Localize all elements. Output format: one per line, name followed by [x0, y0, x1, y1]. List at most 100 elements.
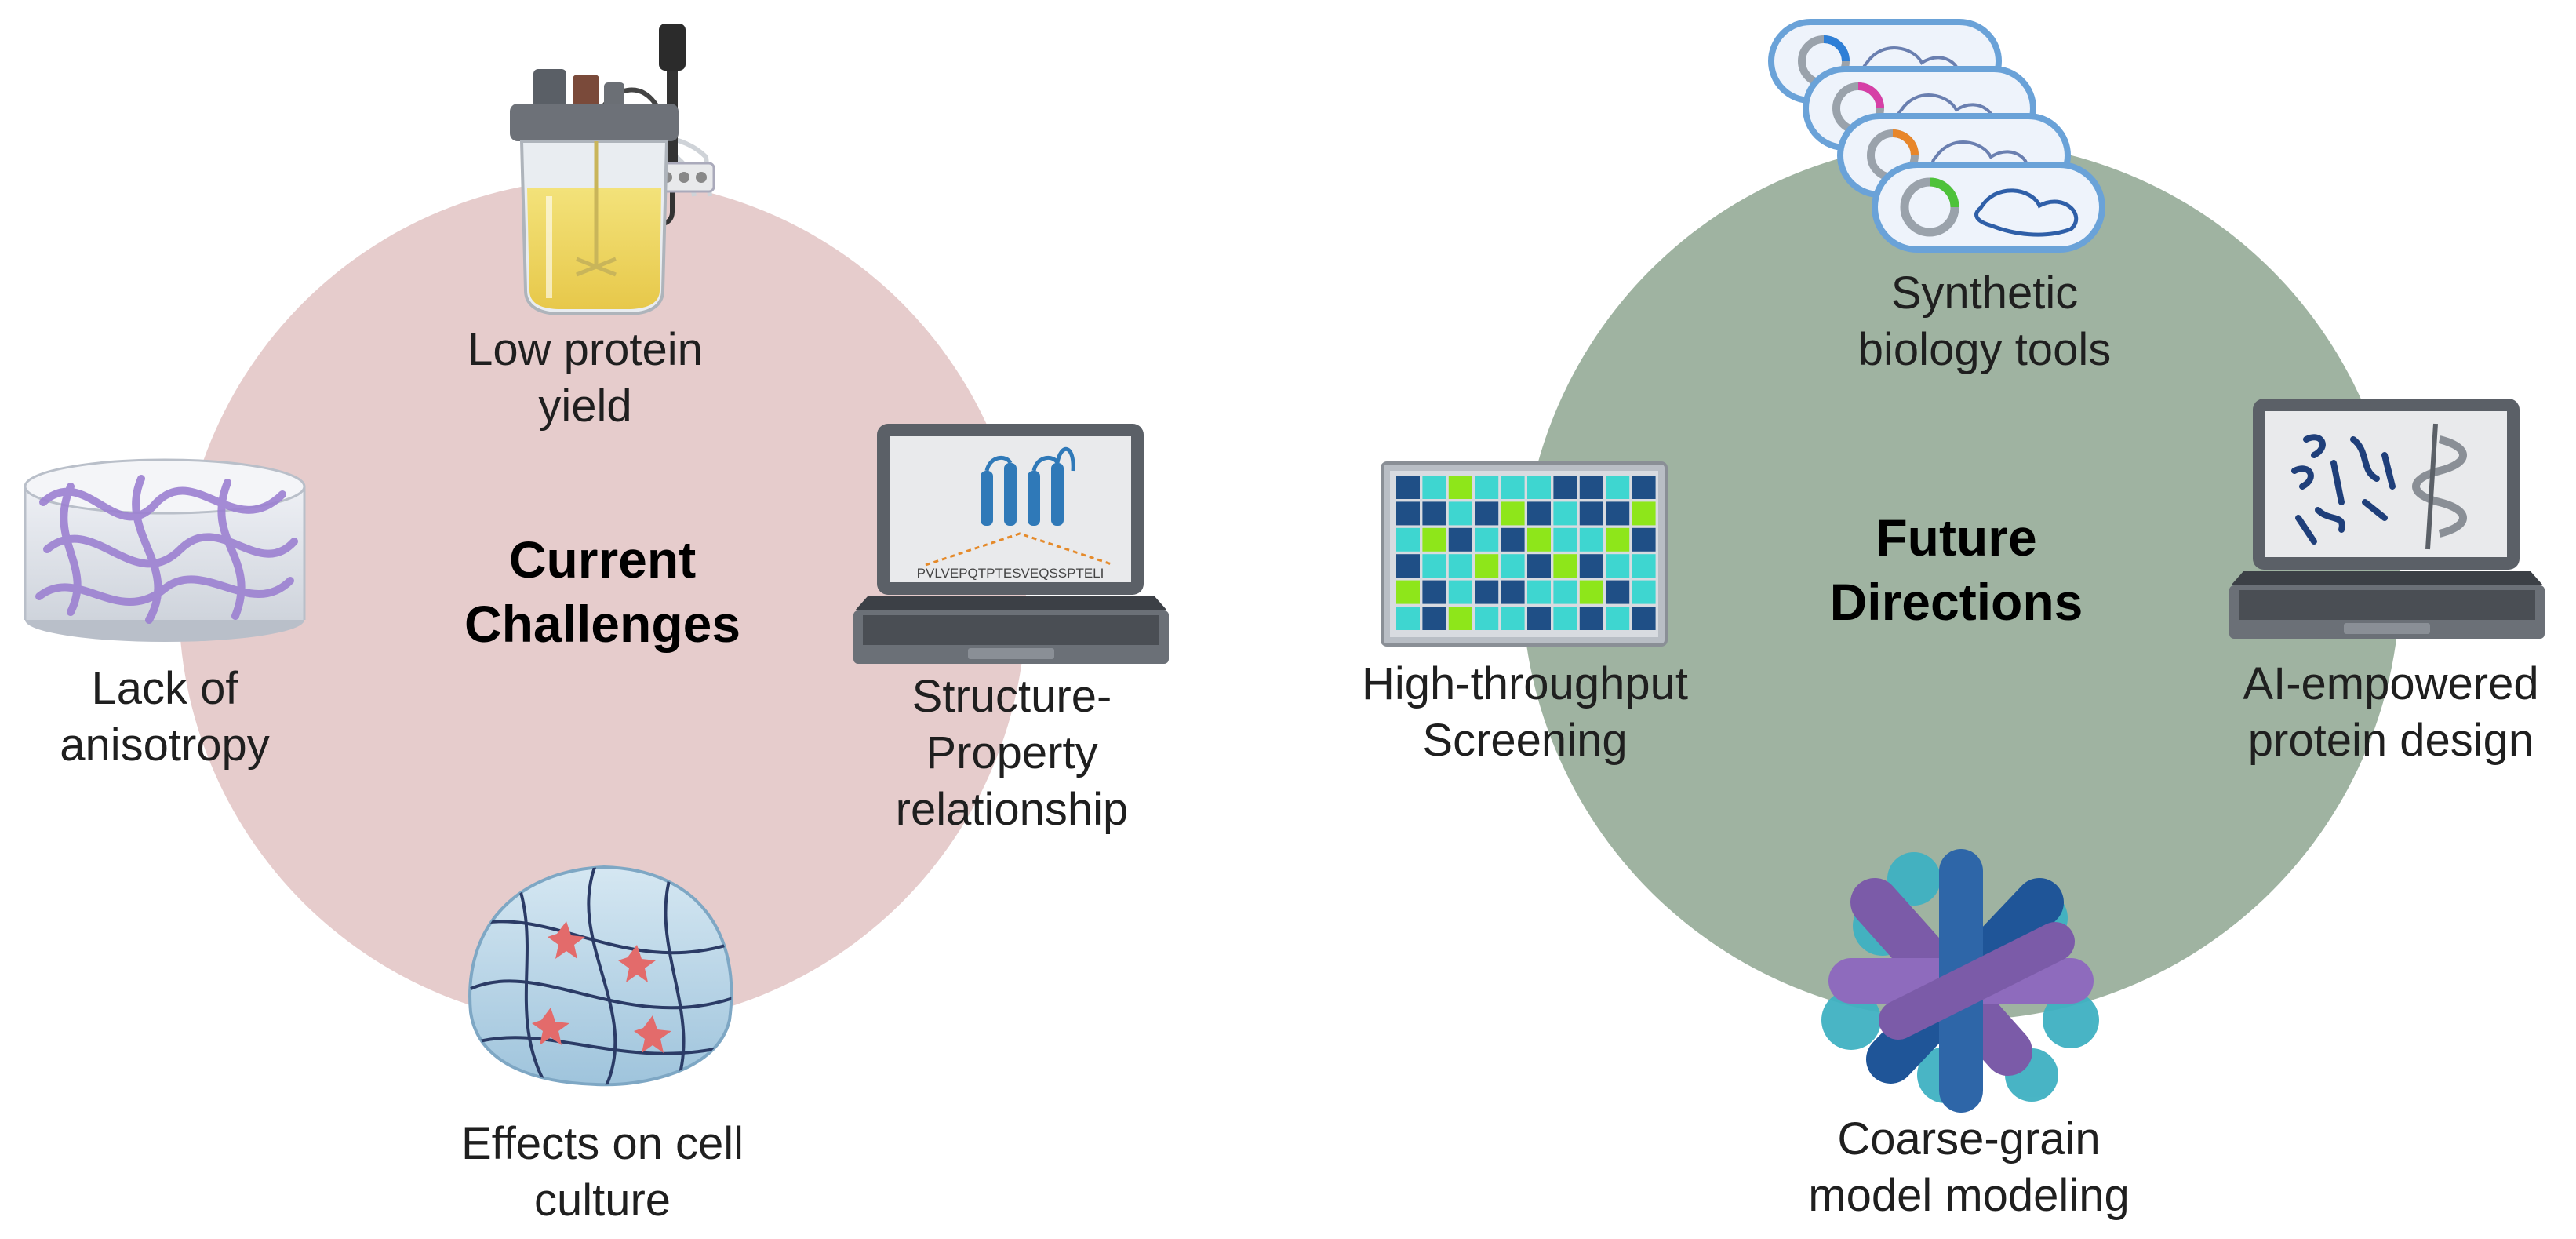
- title-line: Current: [508, 530, 697, 589]
- plate-well: [1501, 476, 1525, 499]
- plate-well: [1579, 527, 1603, 552]
- plate-well: [1396, 501, 1420, 526]
- plate-well: [1527, 554, 1551, 578]
- plate-well: [1475, 527, 1499, 552]
- label-synthetic-biology-tools: Synthetic biology tools: [1858, 265, 2111, 378]
- plate-well: [1632, 501, 1656, 526]
- plate-well: [1579, 501, 1603, 526]
- plate-well: [1396, 527, 1420, 552]
- plate-well: [1475, 476, 1499, 499]
- label-line: culture: [533, 1175, 671, 1226]
- label-line: model modeling: [1808, 1170, 2130, 1221]
- current-challenges-title: Current Challenges: [464, 527, 740, 656]
- plate-well: [1422, 501, 1446, 526]
- plate-well: [1396, 476, 1420, 499]
- plate-well: [1632, 580, 1656, 604]
- label-line: yield: [538, 381, 632, 432]
- plasmid-cells-icon: [1768, 19, 2105, 253]
- plate-well: [1579, 554, 1603, 578]
- plate-well: [1527, 476, 1551, 499]
- label-line: biology tools: [1857, 324, 2112, 375]
- plate-well: [1422, 527, 1446, 552]
- plate-well: [1579, 476, 1603, 499]
- coarse-grain-model-icon: [1821, 849, 2099, 1113]
- laptop-protein-structure-icon: PVLVEPQTPTESVEQSSPTELI: [853, 424, 1169, 664]
- plate-well: [1501, 527, 1525, 552]
- plate-well: [1606, 580, 1630, 604]
- future-directions-circle: [1522, 141, 2400, 1020]
- plate-well: [1422, 580, 1446, 604]
- label-line: protein design: [2247, 715, 2534, 766]
- plate-well: [1632, 527, 1656, 552]
- plate-well: [1448, 527, 1472, 552]
- label-structure-property-relationship: Structure- Property relationship: [896, 669, 1129, 838]
- plate-well: [1475, 554, 1499, 578]
- plate-well: [1632, 476, 1656, 499]
- cell-gel-dome-icon: [468, 865, 733, 1087]
- plate-well: [1501, 580, 1525, 604]
- plate-well: [1553, 476, 1577, 499]
- label-ai-empowered-protein-design: AI-empowered protein design: [2243, 656, 2538, 769]
- label-line: AI-empowered: [2243, 658, 2539, 709]
- label-low-protein-yield: Low protein yield: [468, 322, 703, 435]
- plate-well: [1606, 554, 1630, 578]
- label-line: Screening: [1422, 715, 1628, 766]
- plate-well: [1501, 554, 1525, 578]
- plate-well: [1422, 607, 1446, 630]
- hydrogel-disc-icon: [24, 458, 306, 642]
- plate-well: [1475, 580, 1499, 604]
- label-line: Effects on cell: [460, 1118, 744, 1169]
- plate-well: [1448, 607, 1472, 630]
- future-directions-title: Future Directions: [1830, 505, 2083, 634]
- plate-well: [1632, 607, 1656, 630]
- plate-well: [1632, 554, 1656, 578]
- current-challenges-circle: [179, 179, 1026, 1026]
- label-effects-on-cell-culture: Effects on cell culture: [461, 1116, 744, 1229]
- label-line: Structure-: [911, 671, 1112, 722]
- plate-well: [1501, 607, 1525, 630]
- plate-well: [1448, 476, 1472, 499]
- label-line: relationship: [895, 784, 1129, 835]
- label-line: Synthetic: [1890, 268, 2079, 319]
- plate-well: [1553, 580, 1577, 604]
- plate-well: [1606, 476, 1630, 499]
- label-line: Lack of: [91, 663, 238, 714]
- label-line: High-throughput: [1362, 658, 1688, 709]
- label-coarse-grain-model-modeling: Coarse-grain model modeling: [1808, 1111, 2129, 1224]
- plate-well: [1527, 607, 1551, 630]
- title-line: Future: [1876, 508, 2037, 567]
- plate-well: [1553, 607, 1577, 630]
- plate-well: [1606, 527, 1630, 552]
- plate-well: [1527, 501, 1551, 526]
- label-high-throughput-screening: High-throughput Screening: [1362, 656, 1688, 769]
- screening-plate-icon: [1381, 461, 1668, 647]
- label-line: anisotropy: [60, 720, 270, 771]
- plate-well: [1422, 476, 1446, 499]
- laptop-protein-design-icon: [2229, 399, 2545, 639]
- plate-well: [1527, 527, 1551, 552]
- label-line: Low protein: [468, 324, 703, 375]
- bioreactor-icon: [510, 24, 715, 315]
- label-line: Property: [926, 727, 1098, 778]
- plate-well: [1579, 607, 1603, 630]
- plate-well: [1448, 554, 1472, 578]
- plate-well: [1448, 580, 1472, 604]
- plate-well: [1475, 607, 1499, 630]
- title-line: Directions: [1829, 573, 2083, 631]
- plate-well: [1501, 501, 1525, 526]
- plate-well: [1396, 607, 1420, 630]
- protein-sequence-text: PVLVEPQTPTESVEQSSPTELI: [917, 566, 1104, 581]
- label-lack-of-anisotropy: Lack of anisotropy: [60, 661, 270, 774]
- plate-well: [1422, 554, 1446, 578]
- plate-well: [1579, 580, 1603, 604]
- label-line: Coarse-grain: [1837, 1113, 2101, 1164]
- plate-well: [1553, 527, 1577, 552]
- plate-well: [1553, 554, 1577, 578]
- plate-well: [1606, 607, 1630, 630]
- plate-well: [1553, 501, 1577, 526]
- plate-well: [1448, 501, 1472, 526]
- plate-well: [1475, 501, 1499, 526]
- title-line: Challenges: [464, 595, 741, 653]
